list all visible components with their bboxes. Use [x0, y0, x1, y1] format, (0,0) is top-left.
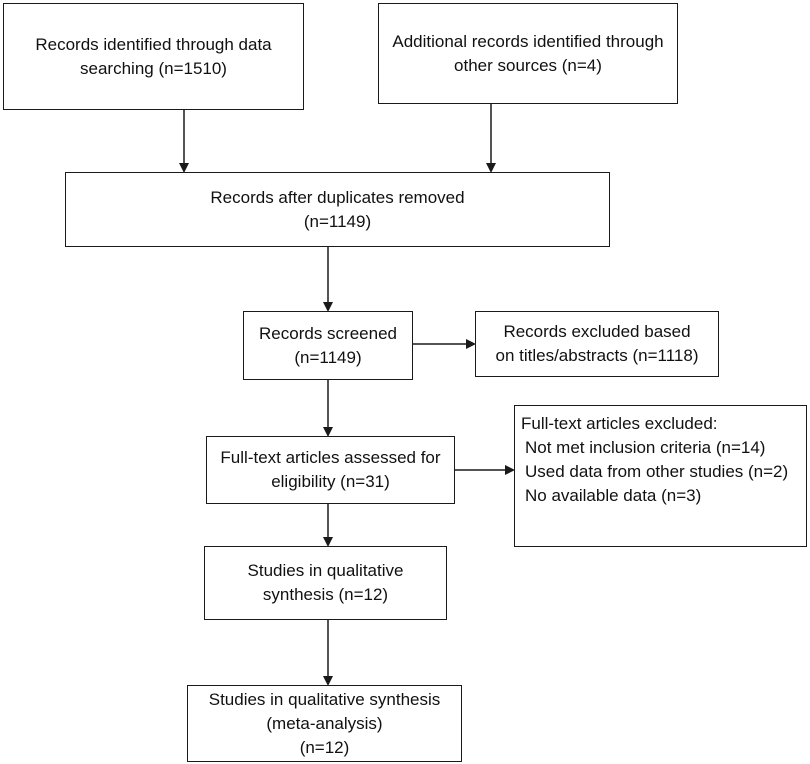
- box-text-line: (n=12): [299, 737, 350, 757]
- meta-analysis-box: Studies in qualitative synthesis (meta-a…: [187, 685, 462, 762]
- box-text-line: (meta-analysis): [266, 713, 383, 733]
- records-other-sources-box: Additional records identified through ot…: [378, 3, 678, 104]
- fulltext-excluded-box: Full-text articles excluded: Not met inc…: [514, 405, 807, 547]
- box-text-line: Full-text articles assessed for: [220, 448, 441, 467]
- excluded-reason: Used data from other studies (n=2): [525, 462, 789, 481]
- box-text-line: Records identified through data: [35, 34, 272, 54]
- box-text-line: Additional records identified through: [392, 31, 664, 51]
- excluded-reason: No available data (n=3): [525, 486, 702, 505]
- records-screened-box: Records screened (n=1149): [243, 311, 413, 380]
- box-text-line: synthesis (n=12): [262, 585, 389, 604]
- box-text-line: eligibility (n=31): [271, 472, 390, 491]
- box-text-line: other sources (n=4): [454, 55, 602, 75]
- box-text-line: Records screened: [259, 323, 397, 343]
- box-text-line: Studies in qualitative: [247, 561, 404, 580]
- box-text-line: Records excluded based: [503, 322, 691, 341]
- records-identified-database-box: Records identified through data searchin…: [3, 3, 304, 110]
- excluded-reason: Not met inclusion criteria (n=14): [525, 438, 766, 457]
- records-after-duplicates-box: Records after duplicates removed (n=1149…: [65, 172, 610, 247]
- excluded-title: Full-text articles excluded:: [521, 414, 718, 433]
- records-excluded-titles-box: Records excluded based on titles/abstrac…: [475, 311, 719, 377]
- box-text-line: Studies in qualitative synthesis: [208, 689, 441, 709]
- box-text-line: Records after duplicates removed: [210, 187, 465, 207]
- box-text-line: (n=1149): [294, 347, 362, 367]
- box-text-line: on titles/abstracts (n=1118): [495, 346, 699, 365]
- box-text-line: (n=1149): [303, 211, 372, 231]
- box-text-line: searching (n=1510): [80, 58, 227, 78]
- fulltext-assessed-box: Full-text articles assessed for eligibil…: [206, 436, 455, 504]
